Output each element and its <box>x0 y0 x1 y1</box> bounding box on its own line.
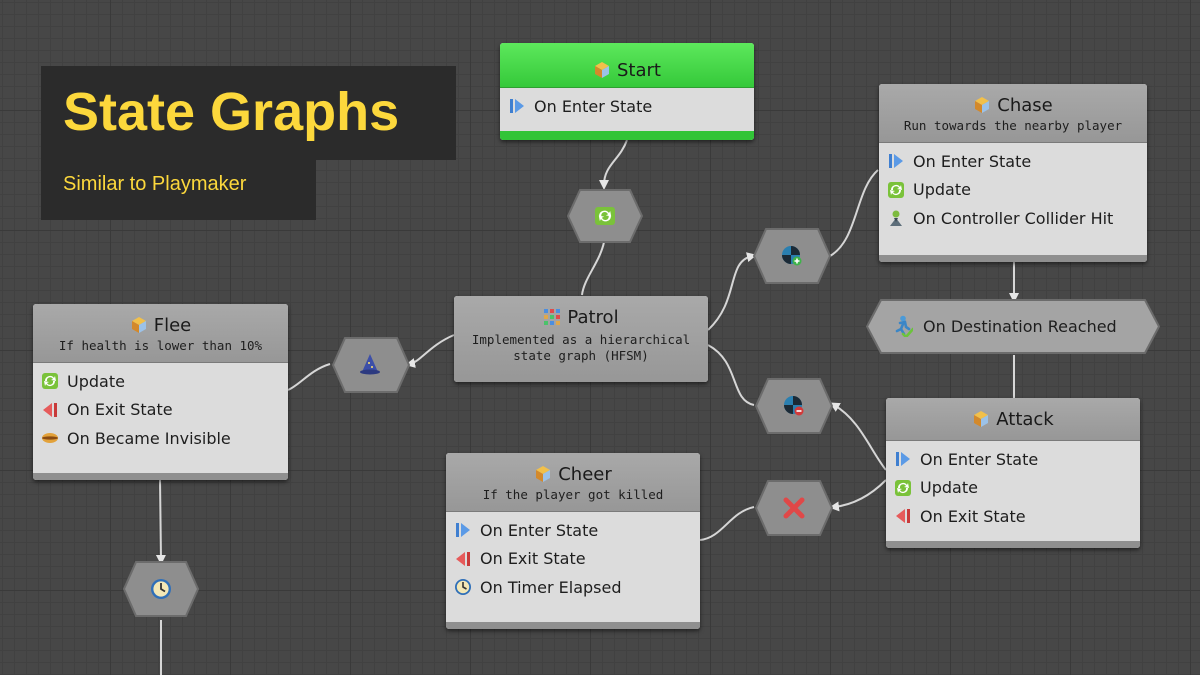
node-cheer[interactable]: Cheer If the player got killed On Enter … <box>446 453 700 629</box>
node-flee[interactable]: Flee If health is lower than 10% Update … <box>33 304 288 480</box>
event-row[interactable]: Update <box>41 367 280 396</box>
event-label: Update <box>67 371 125 391</box>
event-row[interactable]: On Became Invisible <box>41 424 280 453</box>
transition-timer[interactable] <box>122 560 200 618</box>
exit-icon <box>896 509 910 524</box>
node-patrol[interactable]: Patrol Implemented as a hierarchical sta… <box>454 296 708 382</box>
node-title: Flee <box>153 314 192 336</box>
state-cube-icon <box>974 411 989 427</box>
timer-icon <box>151 579 171 599</box>
event-label: On Exit State <box>480 549 586 569</box>
event-label: Update <box>913 180 971 200</box>
transition-enter-range[interactable] <box>752 227 832 285</box>
event-label: On Exit State <box>67 400 173 420</box>
transition-label: On Destination Reached <box>923 316 1117 336</box>
enter-icon <box>510 99 524 114</box>
state-cube-icon <box>131 317 146 333</box>
node-title: Chase <box>997 94 1053 116</box>
event-label: On Enter State <box>480 520 599 540</box>
node-attack[interactable]: Attack On Enter State Update On Exit Sta… <box>886 398 1140 548</box>
edge-flee-cond-to-flee <box>287 363 331 391</box>
state-cube-icon <box>975 97 990 113</box>
edge-patrol-to-flee-cond <box>405 334 455 368</box>
event-row[interactable]: On Exit State <box>894 502 1132 531</box>
event-label: On Enter State <box>920 449 1039 469</box>
event-row[interactable]: On Enter State <box>894 445 1132 474</box>
event-row[interactable]: On Enter State <box>508 92 746 121</box>
state-graph-icon <box>544 309 561 325</box>
event-label: On Controller Collider Hit <box>913 208 1114 228</box>
trigger-enter-icon <box>782 246 802 266</box>
edge-flee-to-timer <box>155 479 166 565</box>
title-panel: State Graphs <box>41 66 456 160</box>
destination-runner-icon <box>895 315 913 337</box>
subtitle-panel: Similar to Playmaker <box>41 160 316 220</box>
event-row[interactable]: On Exit State <box>454 545 692 574</box>
transition-destination-reached[interactable]: On Destination Reached <box>865 298 1161 355</box>
node-start[interactable]: Start On Enter State <box>500 43 754 140</box>
event-row[interactable]: On Exit State <box>41 396 280 425</box>
transition-update[interactable] <box>566 188 644 244</box>
transition-low-health[interactable] <box>331 336 411 394</box>
edge-patrol-to-chase-cond <box>707 252 757 331</box>
invisible-icon <box>42 433 58 444</box>
collider-hit-icon <box>890 210 902 227</box>
event-label: On Enter State <box>534 96 653 116</box>
event-label: On Exit State <box>920 506 1026 526</box>
node-title: Cheer <box>558 463 612 485</box>
event-row[interactable]: On Timer Elapsed <box>454 573 692 602</box>
transition-exit-range[interactable] <box>754 377 834 435</box>
node-title: Attack <box>996 408 1054 430</box>
edge-update-to-patrol <box>581 241 605 296</box>
edge-patrol-to-exit-cond <box>707 344 755 406</box>
edge-attack-to-exit-cond <box>829 402 887 471</box>
event-label: On Became Invisible <box>67 428 231 448</box>
node-title: Start <box>617 59 661 81</box>
wizard-hat-icon <box>360 354 380 375</box>
timer-icon <box>455 579 471 596</box>
event-label: On Timer Elapsed <box>480 577 622 597</box>
edge-start-to-update <box>599 139 628 190</box>
enter-icon <box>889 154 903 169</box>
event-row[interactable]: Update <box>887 176 1139 205</box>
transition-player-killed[interactable] <box>754 479 834 537</box>
banner-title: State Graphs <box>63 82 400 142</box>
enter-icon <box>896 452 910 467</box>
node-description: Run towards the nearby player <box>903 118 1123 133</box>
state-cube-icon <box>536 466 551 482</box>
close-icon <box>783 497 805 519</box>
event-label: On Enter State <box>913 151 1032 171</box>
update-icon <box>895 479 911 496</box>
event-row[interactable]: On Enter State <box>887 147 1139 176</box>
event-label: Update <box>920 478 978 498</box>
node-title: Patrol <box>567 306 619 328</box>
state-cube-icon <box>595 62 609 78</box>
edge-killed-cond-to-cheer <box>699 506 755 541</box>
exit-icon <box>43 402 57 417</box>
node-chase[interactable]: Chase Run towards the nearby player On E… <box>879 84 1147 262</box>
node-description: If health is lower than 10% <box>58 338 263 353</box>
event-row[interactable]: On Enter State <box>454 516 692 545</box>
edge-attack-to-killed-cond <box>829 479 887 512</box>
node-description: Implemented as a hierarchical state grap… <box>471 332 691 363</box>
banner-subtitle: Similar to Playmaker <box>63 173 247 195</box>
node-description: If the player got killed <box>482 487 664 502</box>
update-icon <box>42 373 58 390</box>
update-icon <box>595 207 615 225</box>
event-row[interactable]: Update <box>894 474 1132 503</box>
trigger-exit-icon <box>784 396 804 416</box>
enter-icon <box>456 523 470 538</box>
edge-chase-cond-to-chase <box>829 169 879 257</box>
exit-icon <box>456 551 470 566</box>
update-icon <box>888 181 904 198</box>
event-row[interactable]: On Controller Collider Hit <box>887 204 1139 233</box>
